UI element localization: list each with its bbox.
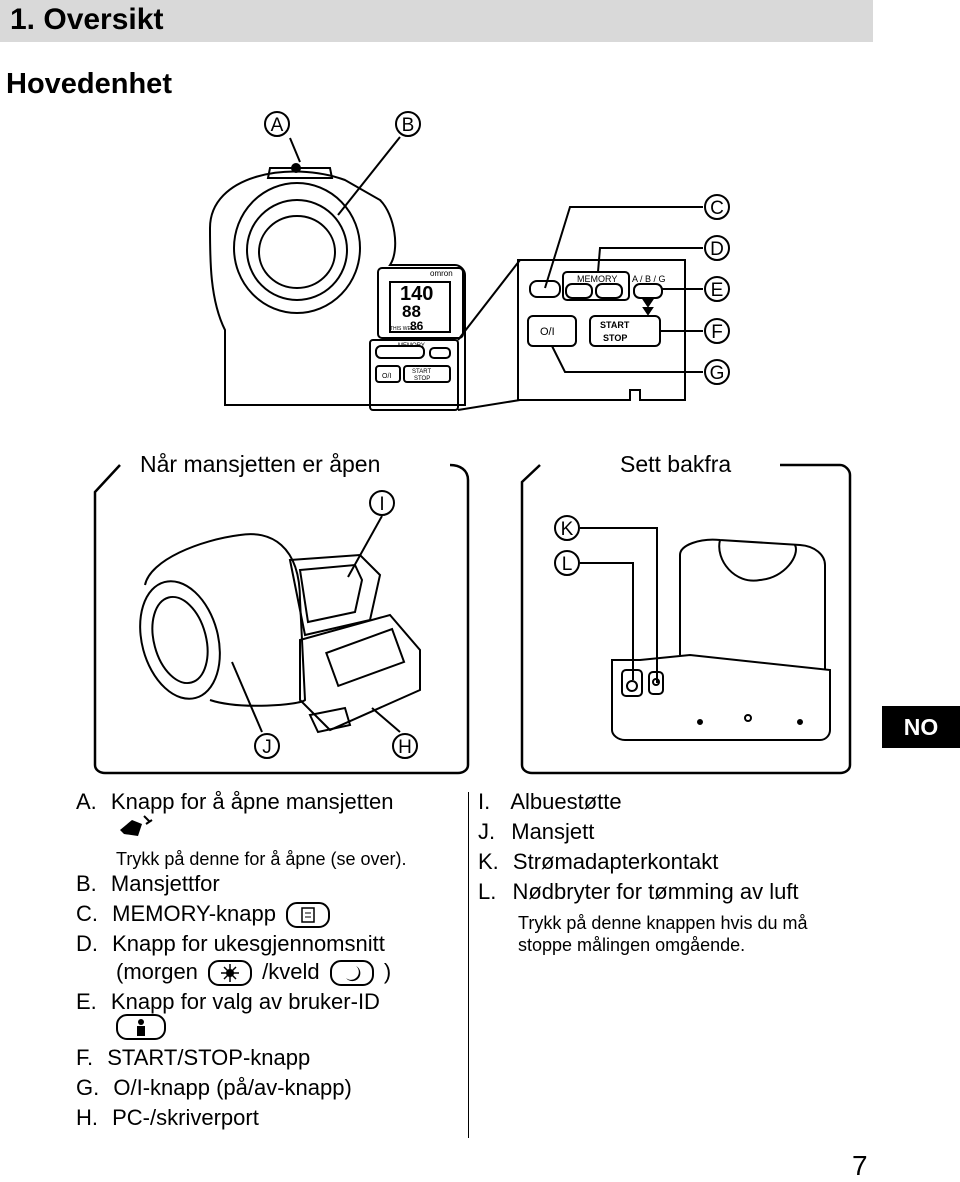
svg-text:B: B xyxy=(402,115,415,136)
svg-text:THIS WEEK: THIS WEEK xyxy=(390,326,418,332)
svg-text:L: L xyxy=(562,554,573,575)
svg-text:I: I xyxy=(379,494,384,515)
callout-d: D xyxy=(704,235,730,261)
svg-text:omron: omron xyxy=(430,269,453,278)
morning-sun-icon xyxy=(208,960,253,987)
svg-text:A / B / G: A / B / G xyxy=(632,274,666,284)
svg-text:C: C xyxy=(710,198,724,219)
legend-letter: F. xyxy=(76,1045,94,1070)
legend-letter: G. xyxy=(76,1075,100,1100)
svg-text:140: 140 xyxy=(400,283,433,305)
svg-text:H: H xyxy=(398,737,412,758)
legend-text: Nødbryter for tømming av luft xyxy=(512,879,799,904)
callout-c: C xyxy=(704,194,730,220)
memory-button-icon xyxy=(286,902,331,929)
legend-letter: K. xyxy=(478,849,499,874)
legend-item-f: F. START/STOP-knapp xyxy=(76,1044,310,1072)
legend-letter: E. xyxy=(76,989,97,1014)
panel-label-rear: Sett bakfra xyxy=(620,451,731,477)
legend-item-k: K. Strømadapterkontakt xyxy=(478,848,718,876)
evening-moon-icon xyxy=(329,960,374,987)
svg-text:MEMORY: MEMORY xyxy=(577,274,617,284)
callout-g: G xyxy=(704,359,730,385)
legend-item-c: C. MEMORY-knapp xyxy=(76,900,334,929)
callout-j: J xyxy=(254,733,280,759)
page-number: 7 xyxy=(852,1150,868,1181)
legend-text: Mansjett xyxy=(511,819,595,844)
svg-text:D: D xyxy=(710,239,724,260)
svg-text:O/I: O/I xyxy=(540,326,555,338)
legend-item-l: L. Nødbryter for tømming av luft xyxy=(478,878,799,906)
legend-letter: B. xyxy=(76,871,97,896)
legend-item-h: H. PC-/skriverport xyxy=(76,1104,259,1132)
device-illustration: A B 140 88 86 THIS WEEK omron MEMORY O/I… xyxy=(93,111,852,775)
legend-text: START/STOP-knapp xyxy=(107,1045,311,1070)
svg-text:G: G xyxy=(710,363,725,384)
svg-text:STOP: STOP xyxy=(603,333,627,343)
svg-text:J: J xyxy=(262,737,272,758)
legend-text: PC-/skriverport xyxy=(112,1105,259,1130)
svg-text:88: 88 xyxy=(402,302,421,321)
legend-item-d-line2: (morgen /kveld ) xyxy=(116,958,391,987)
svg-text:MEMORY: MEMORY xyxy=(398,343,425,349)
legend-text: O/I-knapp (på/av-knapp) xyxy=(113,1075,352,1100)
legend-item-e: E. Knapp for valg av bruker-ID xyxy=(76,988,380,1016)
callout-e: E xyxy=(704,276,730,302)
legend-letter: D. xyxy=(76,931,98,956)
callout-h: H xyxy=(392,733,418,759)
callout-f: F xyxy=(704,318,730,344)
section-header-bar xyxy=(0,0,873,42)
callout-k: K xyxy=(554,515,580,541)
legend-item-a: A. Knapp for å åpne mansjetten xyxy=(76,788,393,816)
legend-text: Knapp for valg av bruker-ID xyxy=(110,989,380,1014)
legend-letter: H. xyxy=(76,1105,98,1130)
svg-text:F: F xyxy=(711,322,723,343)
cuff-open-icon xyxy=(116,812,156,845)
svg-text:K: K xyxy=(561,519,574,540)
language-tab: NO xyxy=(882,706,960,748)
legend-text: MEMORY-knapp xyxy=(112,901,276,926)
legend-item-j: J. Mansjett xyxy=(478,818,594,846)
legend-text: Strømadapterkontakt xyxy=(512,849,719,874)
legend-text: Albuestøtte xyxy=(510,789,622,814)
legend-divider xyxy=(468,792,469,1138)
legend-letter: I. xyxy=(478,789,491,814)
legend-letter: A. xyxy=(76,789,97,814)
svg-text:86: 86 xyxy=(410,319,424,333)
callout-b: B xyxy=(395,111,421,137)
legend-note-l-2: stoppe målingen omgående. xyxy=(518,935,746,955)
legend-text: Mansjettfor xyxy=(110,871,220,896)
legend-item-i: I. Albuestøtte xyxy=(478,788,622,816)
subsection-title: Hovedenhet xyxy=(6,68,172,100)
callout-l: L xyxy=(554,550,580,576)
legend-note-a: Trykk på denne for å åpne (se over). xyxy=(116,849,407,869)
legend-letter: C. xyxy=(76,901,98,926)
svg-text:STOP: STOP xyxy=(414,376,430,382)
legend-item-b: B. Mansjettfor xyxy=(76,870,220,898)
svg-text:START: START xyxy=(600,320,630,330)
legend-note-l-1: Trykk på denne knappen hvis du må xyxy=(518,913,808,933)
legend-letter: J. xyxy=(478,819,496,844)
legend-text: Knapp for å åpne mansjetten xyxy=(110,789,394,814)
svg-text:O/I: O/I xyxy=(382,373,391,380)
callout-a: A xyxy=(264,111,290,137)
callout-i: I xyxy=(369,490,395,516)
legend-item-d: D. Knapp for ukesgjennomsnitt xyxy=(76,930,385,958)
section-title: 1. Oversikt xyxy=(10,3,164,36)
svg-text:A: A xyxy=(271,115,284,136)
svg-text:START: START xyxy=(412,369,431,375)
legend-text: Knapp for ukesgjennomsnitt xyxy=(112,931,385,956)
legend-letter: L. xyxy=(478,879,497,904)
legend-item-g: G. O/I-knapp (på/av-knapp) xyxy=(76,1074,352,1102)
user-id-icon xyxy=(116,1012,166,1041)
svg-text:E: E xyxy=(711,280,724,301)
panel-label-open: Når mansjetten er åpen xyxy=(140,451,380,477)
